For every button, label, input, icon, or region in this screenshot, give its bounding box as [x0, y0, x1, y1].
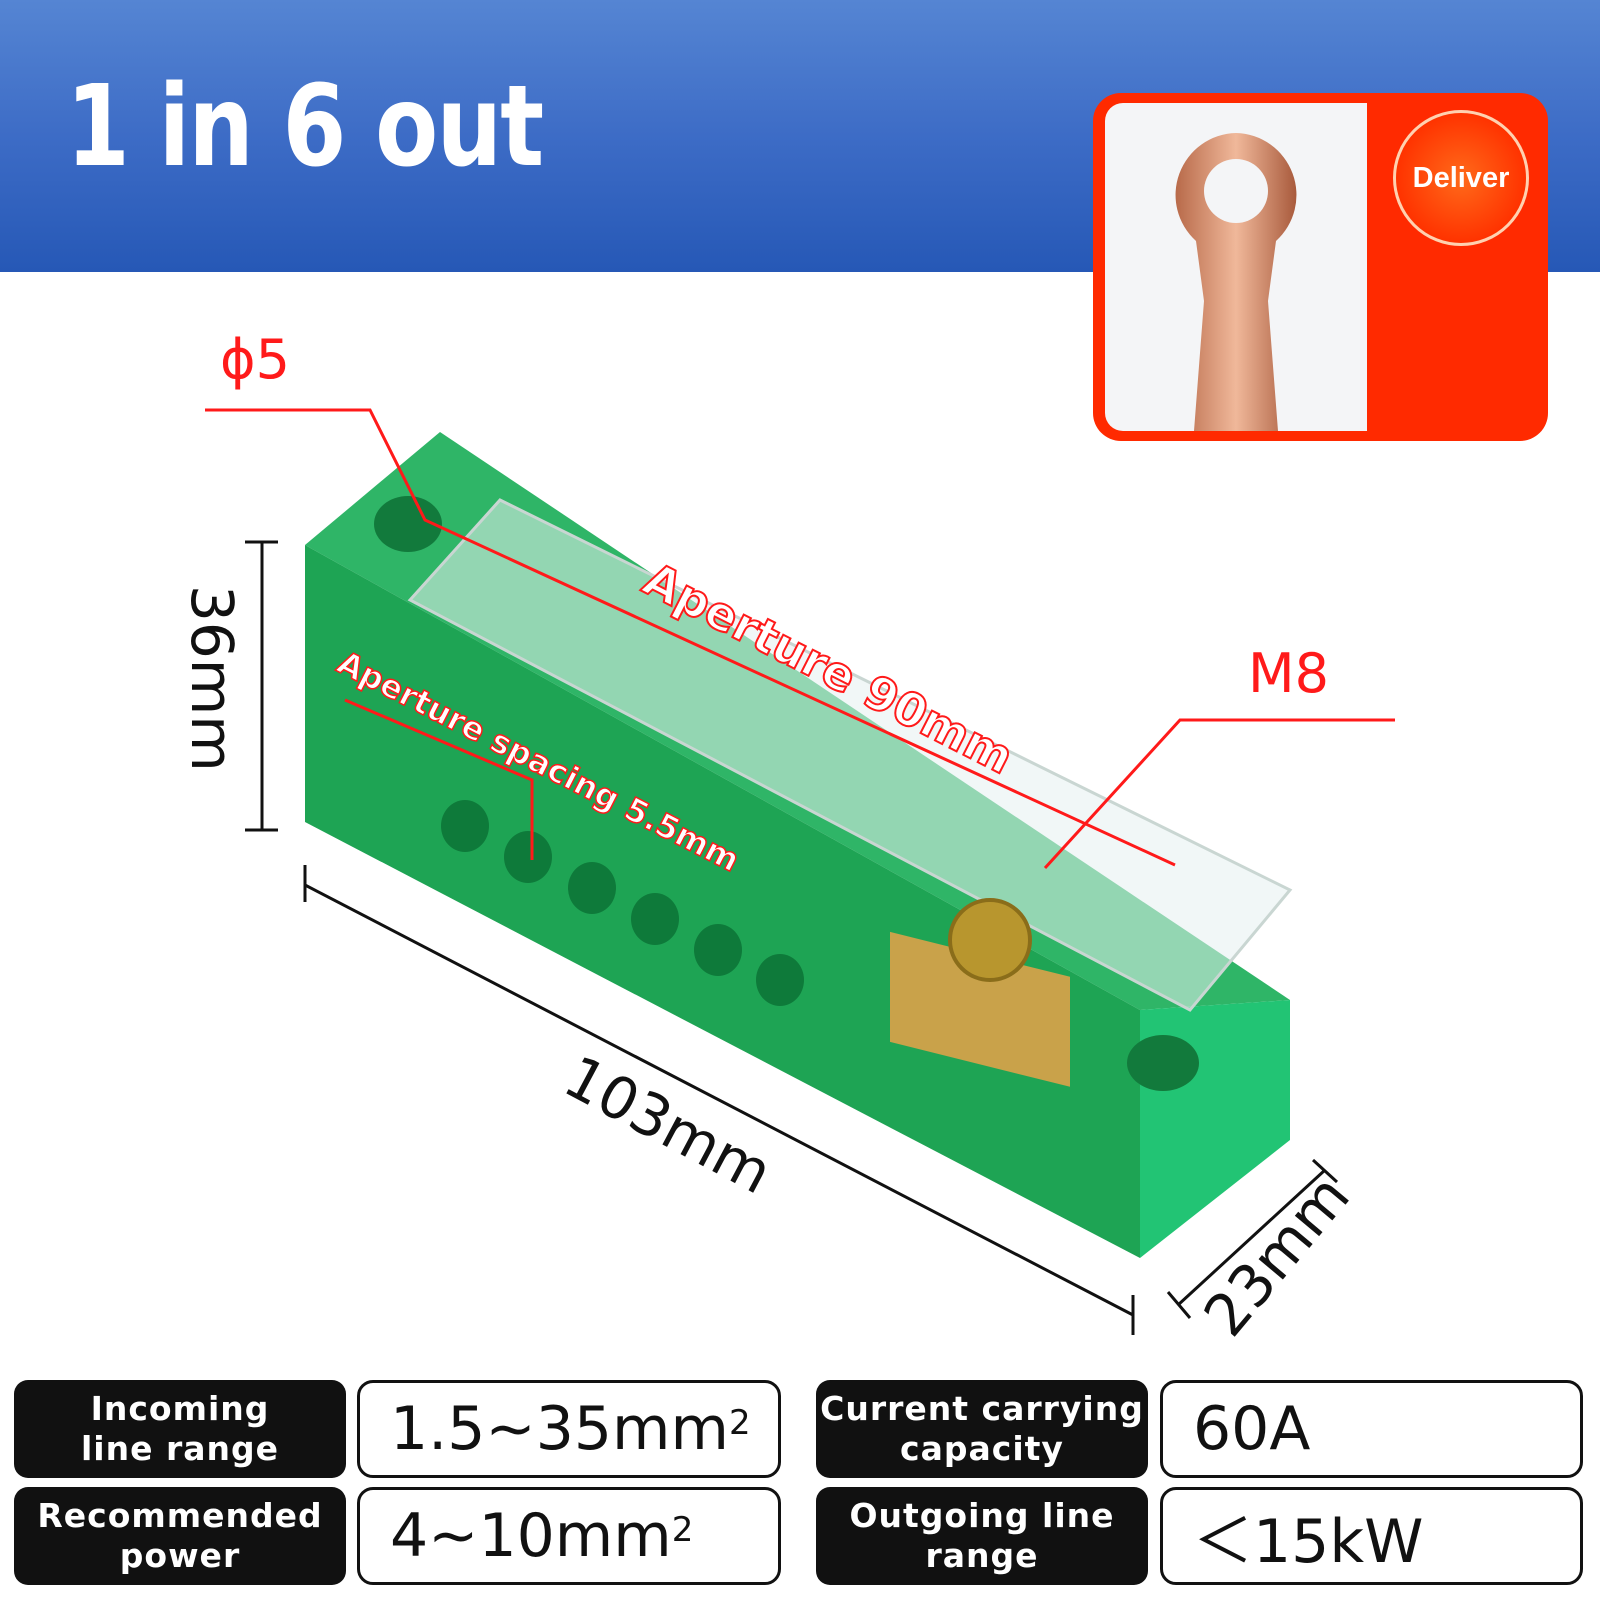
label-line: Incoming — [90, 1389, 270, 1428]
bolt-nut — [948, 898, 1032, 982]
hole-diameter-label: ϕ5 — [220, 328, 290, 391]
label-line: line range — [80, 1429, 280, 1468]
mount-hole-right — [1127, 1035, 1199, 1091]
label-line: range — [925, 1536, 1039, 1575]
label-line: capacity — [900, 1429, 1064, 1468]
label-line: Current carrying — [820, 1389, 1144, 1428]
value-text: 60A — [1193, 1394, 1311, 1464]
spec-value-outgoing: ＜15kW — [1160, 1487, 1583, 1585]
spec-value-current: 60A — [1160, 1380, 1583, 1478]
superscript: 2 — [728, 1403, 751, 1443]
label-line: power — [119, 1536, 241, 1575]
mount-hole-left — [374, 496, 442, 552]
block-front-face — [305, 545, 1140, 1258]
label-line: Outgoing line — [849, 1496, 1115, 1535]
clear-cover — [407, 498, 1293, 1012]
product-diagram: ϕ5 M8 Aperture 90mm Aperture spacing 5.5… — [178, 328, 1395, 1340]
value-text: 1.5~35mm — [390, 1394, 729, 1464]
height-label: 36mm — [178, 585, 246, 772]
length-label: 103mm — [553, 1042, 782, 1207]
ring-lug-icon — [1175, 133, 1297, 431]
bolt-label: M8 — [1248, 642, 1329, 705]
superscript: 2 — [671, 1510, 694, 1550]
promo-box — [1093, 93, 1548, 441]
outlet-holes — [441, 800, 804, 1006]
brass-plate — [890, 931, 1070, 1087]
label-line: Recommended — [37, 1496, 323, 1535]
page-title: 1 in 6 out — [66, 62, 544, 192]
ring-lug-image — [1105, 103, 1367, 431]
deliver-badge: Deliver — [1393, 110, 1529, 246]
value-text: ＜15kW — [1193, 1506, 1424, 1577]
value-text: 4~10mm — [390, 1501, 672, 1571]
